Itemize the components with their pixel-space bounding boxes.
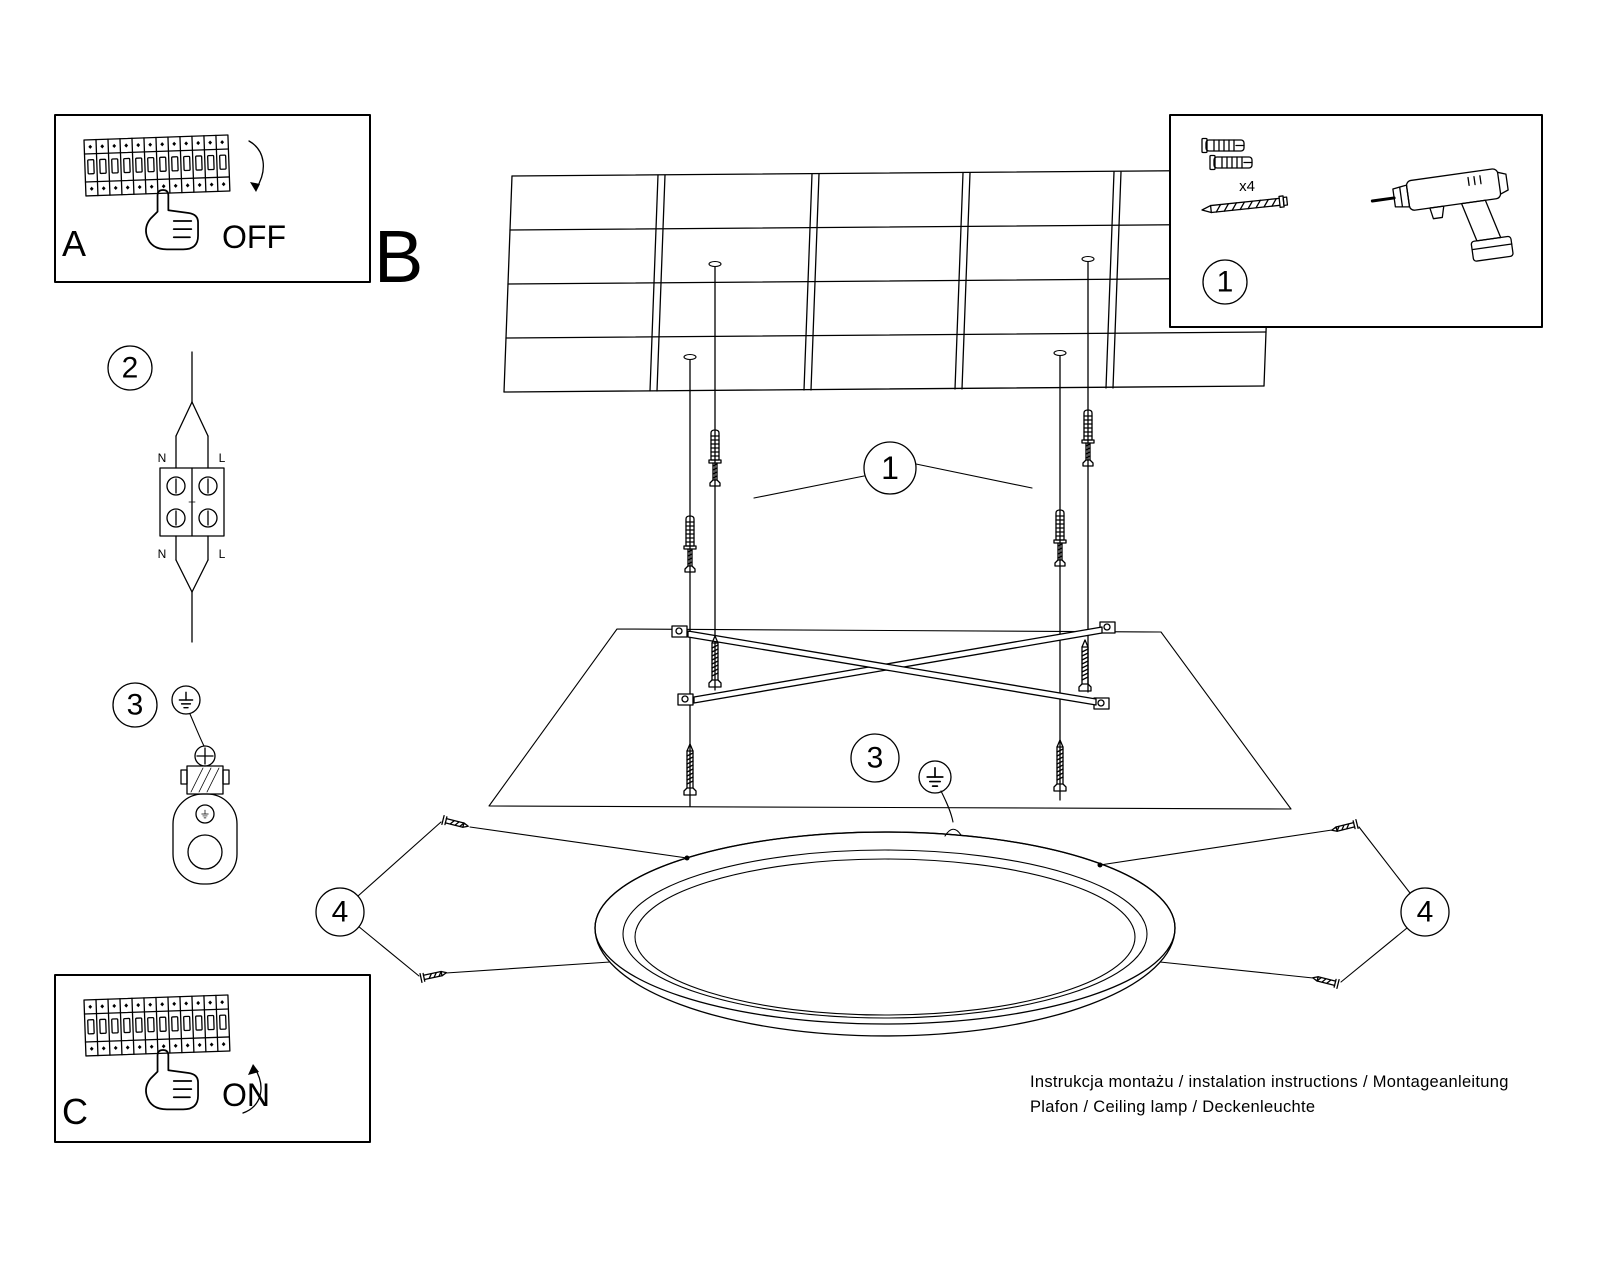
panel-a-power-off: OFF A: [54, 114, 371, 283]
ground-plate: [172, 793, 238, 885]
wire-label-l-top: L: [219, 451, 226, 465]
ground-wire: [189, 713, 205, 747]
panel-c-power-on: ON C: [54, 974, 371, 1143]
mounting-screw-icon: [1078, 639, 1092, 692]
box1-tools: x4 1: [1169, 114, 1543, 328]
lamp-wire-inlet: [944, 828, 962, 837]
lamp-screw-icon: [1311, 972, 1340, 990]
step3-grounding-left: 3: [112, 682, 238, 885]
panel-a-frame: [54, 114, 371, 283]
step4-fixing: 4 4: [315, 814, 1450, 990]
step-number-circle: [107, 345, 153, 391]
on-label: ON: [222, 1077, 270, 1113]
mounting-plane-outline: [488, 628, 1292, 810]
step-number-circle: [863, 441, 917, 495]
step3-callout-center: 3: [850, 733, 954, 823]
drill-hole: [708, 260, 722, 268]
anchors-count-label: x4: [1239, 178, 1255, 195]
lamp-screw-icon: [1330, 818, 1359, 836]
lamp-diffuser: [634, 858, 1136, 1016]
step4-number: 4: [1417, 896, 1434, 929]
step4-number: 4: [332, 896, 349, 929]
lamp-shell: [594, 831, 1176, 1037]
panel-c-letter: C: [62, 1091, 88, 1132]
bracket-tab: [677, 693, 694, 706]
panel-c-frame: [54, 974, 371, 1143]
step1-number: 1: [881, 450, 899, 486]
ceiling-lamp: [594, 828, 1176, 1037]
drill-hole: [1081, 255, 1095, 263]
step-number-circle: [850, 733, 900, 783]
step1-callout: 1: [753, 441, 1033, 499]
lamp-rim: [622, 849, 1148, 1019]
hang-lines: [689, 261, 1089, 807]
footer-line2: Plafon / Ceiling lamp / Deckenleuchte: [1030, 1098, 1315, 1116]
step-number-circle: [1400, 887, 1450, 937]
bracket-tab: [671, 625, 688, 638]
off-label: OFF: [222, 219, 286, 255]
cross-mounting-bracket: [671, 621, 1116, 710]
step2-number: 2: [122, 352, 139, 385]
ground-symbol-icon: [171, 685, 201, 715]
step-number-circle: [1202, 259, 1248, 305]
bracket-bar: [687, 630, 1097, 706]
step2-wiring: 2 N L N L: [107, 345, 226, 643]
panel-a-letter: A: [62, 223, 86, 264]
ceiling-panel-grid: [503, 169, 1273, 393]
drill-hole: [683, 353, 697, 361]
bracket-bar: [693, 626, 1103, 704]
footer-line1: Instrukcja montażu / instalation instruc…: [1030, 1073, 1509, 1091]
drill-hole: [1053, 349, 1067, 357]
panel-b-letter: B: [374, 215, 423, 298]
ground-symbol-icon: [918, 760, 952, 794]
ceiling-drill-holes: [683, 255, 1095, 361]
footer-captions: Instrukcja montażu / instalation instruc…: [1030, 1073, 1509, 1116]
wire-label-n-top: N: [158, 451, 167, 465]
step3-number: 3: [127, 689, 144, 722]
lamp-screw-icon: [419, 967, 449, 984]
step1-number: 1: [1217, 266, 1234, 299]
wire-label-l-bottom: L: [219, 547, 226, 561]
lamp-screw-icon: [441, 814, 470, 832]
ground-wire: [940, 790, 954, 823]
wire-label-n-bottom: N: [158, 547, 167, 561]
step-number-circle: [315, 887, 365, 937]
step3-number: 3: [867, 742, 884, 775]
step-number-circle: [112, 682, 158, 728]
